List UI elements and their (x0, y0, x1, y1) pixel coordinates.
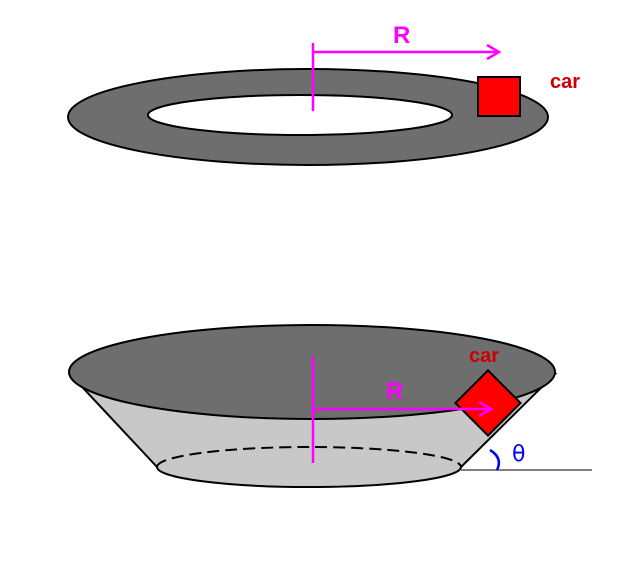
banked-radius-arrowhead (478, 400, 494, 418)
angle-arc (489, 448, 501, 471)
banked-car (454, 369, 522, 437)
banked-radius-label: R (386, 378, 403, 405)
angle-label: θ (512, 442, 525, 467)
banked-track-group: θ R car (67, 324, 592, 488)
banked-track-bottom-hidden-edge (156, 446, 462, 468)
flat-track-inner-hole (147, 94, 453, 136)
flat-radius-label: R (393, 22, 410, 49)
flat-car (477, 76, 521, 117)
banked-car-label: car (469, 345, 499, 367)
flat-car-label: car (550, 71, 580, 93)
flat-radius-arrowhead (486, 43, 502, 61)
flat-track-group: R car (67, 22, 580, 166)
